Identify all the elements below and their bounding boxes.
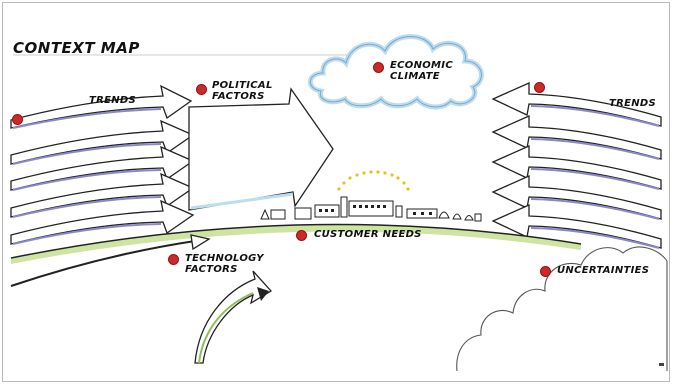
technology-factors-line-2: FACTORS xyxy=(185,263,238,275)
right-trend-arrows xyxy=(491,81,662,249)
left-trend-arrow-2 xyxy=(10,119,195,165)
left-trend-arrows xyxy=(10,84,195,245)
footer-logo xyxy=(659,363,664,366)
economic-climate-line-1: ECONOMIC xyxy=(390,60,453,71)
right-trend-arrow-5 xyxy=(491,203,662,249)
trends-right-marker xyxy=(534,82,545,93)
trends-left-marker xyxy=(12,114,23,125)
page-title: CONTEXT MAP xyxy=(13,39,140,57)
left-trend-arrow-3 xyxy=(10,145,195,191)
uncertainties-cloud xyxy=(456,246,668,372)
right-trend-arrow-3 xyxy=(491,144,662,190)
technology-arrow-head-small xyxy=(190,234,211,251)
right-trend-arrow-2 xyxy=(491,114,662,160)
city-windows xyxy=(319,205,432,215)
horizon-band xyxy=(11,224,581,264)
left-trend-shadows xyxy=(12,108,162,245)
left-trend-arrow-1 xyxy=(10,84,193,129)
economic-climate-label: ECONOMIC CLIMATE xyxy=(390,60,453,82)
technology-factors-line-1: TECHNOLOGY xyxy=(185,253,264,264)
technology-arrow-black-head xyxy=(257,287,269,301)
left-trend-arrow-4 xyxy=(10,172,195,218)
political-factors-line-2: FACTORS xyxy=(212,90,265,102)
technology-factors-arrows xyxy=(10,234,273,364)
political-factors-marker xyxy=(196,84,207,95)
technology-arrow-large xyxy=(194,270,273,364)
right-trend-arrow-1 xyxy=(491,81,662,127)
right-trend-arrow-4 xyxy=(491,174,662,220)
uncertainties-marker xyxy=(540,266,551,277)
uncertainties-label: UNCERTAINTIES xyxy=(557,265,650,276)
context-map-canvas: CONTEXT MAP TRENDS POLITICAL FACTORS ECO… xyxy=(2,2,670,382)
sun-rays xyxy=(337,170,410,191)
technology-factors-marker xyxy=(168,254,179,265)
left-trend-arrow-5 xyxy=(10,199,195,245)
customer-needs-marker xyxy=(296,230,307,241)
trends-left-label: TRENDS xyxy=(89,95,137,106)
context-map-diagram xyxy=(10,34,668,372)
horizon-line xyxy=(10,223,582,259)
technology-factors-label: TECHNOLOGY FACTORS xyxy=(185,253,264,275)
trends-right-label: TRENDS xyxy=(609,98,657,109)
economic-climate-marker xyxy=(373,62,384,73)
right-trend-shadows xyxy=(530,105,660,249)
political-factors-arrow xyxy=(188,87,334,211)
customer-needs-label: CUSTOMER NEEDS xyxy=(314,229,422,240)
political-factors-line-1: POLITICAL xyxy=(212,80,273,91)
political-factors-label: POLITICAL FACTORS xyxy=(212,80,273,102)
economic-climate-line-2: CLIMATE xyxy=(390,70,440,82)
